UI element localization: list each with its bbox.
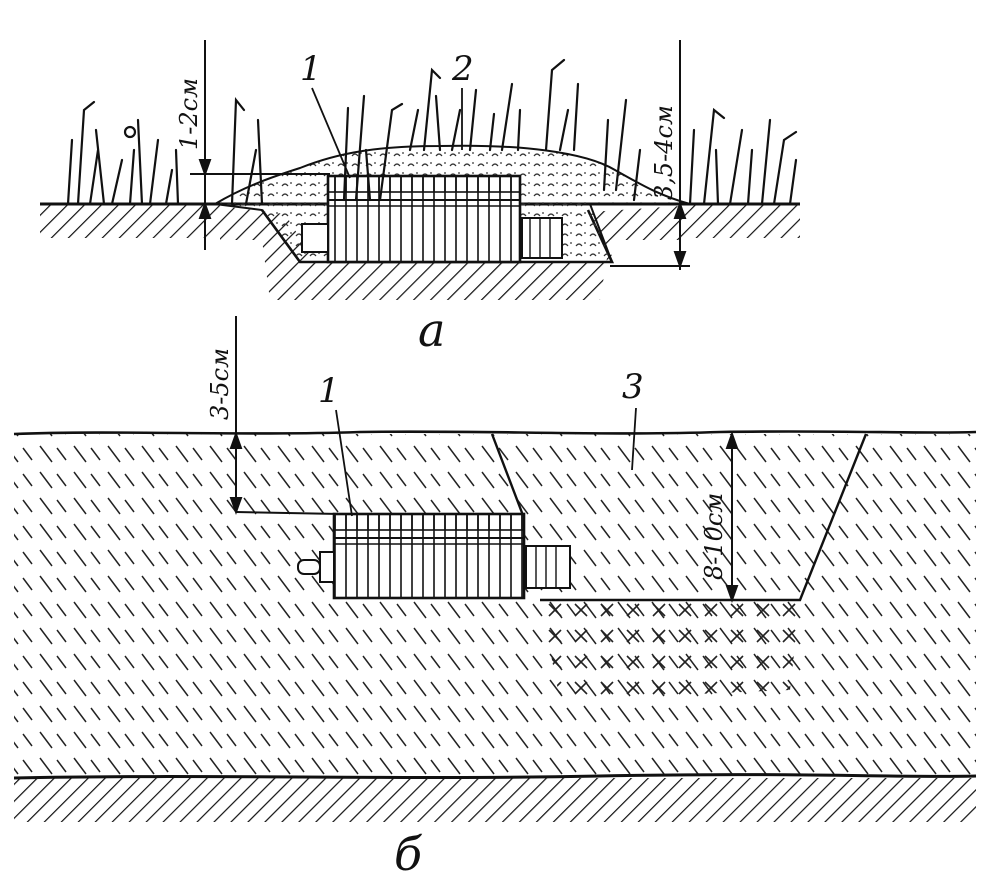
dim-right-b — [725, 431, 739, 603]
dim-left-a — [190, 40, 330, 250]
dim-label-right-a: 3,5-4см — [650, 105, 678, 200]
dim-label-left-a: 1-2см — [175, 78, 203, 150]
cut-outline — [490, 433, 868, 602]
dim-label-right-b: 8-10см — [700, 493, 728, 580]
label-cover-a: 2 — [451, 49, 474, 89]
caption-b: б — [394, 827, 423, 881]
label-mine-a: 1 — [300, 49, 322, 89]
compacted-zone — [540, 600, 800, 700]
figure-a: 1-2см 3,5-4см 1 2 а — [40, 40, 800, 357]
mine-b — [297, 512, 571, 600]
mine-a — [301, 174, 563, 264]
grass — [66, 58, 798, 206]
dim-right-a — [610, 40, 690, 270]
caption-a: а — [418, 303, 445, 357]
dim-label-left-b: 3-5см — [206, 348, 234, 420]
pit-wall-a — [220, 206, 680, 300]
ground-right-a — [680, 204, 800, 238]
label-cut-b: 3 — [622, 367, 644, 407]
label-mine-b: 1 — [318, 371, 340, 411]
dim-left-b — [229, 316, 341, 515]
ground-left-a — [40, 204, 220, 238]
ground-bottom — [14, 778, 976, 822]
snow-layer — [14, 434, 976, 778]
snow-surface — [13, 430, 977, 436]
figure-b: 3-5см 8-10см 1 3 б — [13, 316, 977, 881]
